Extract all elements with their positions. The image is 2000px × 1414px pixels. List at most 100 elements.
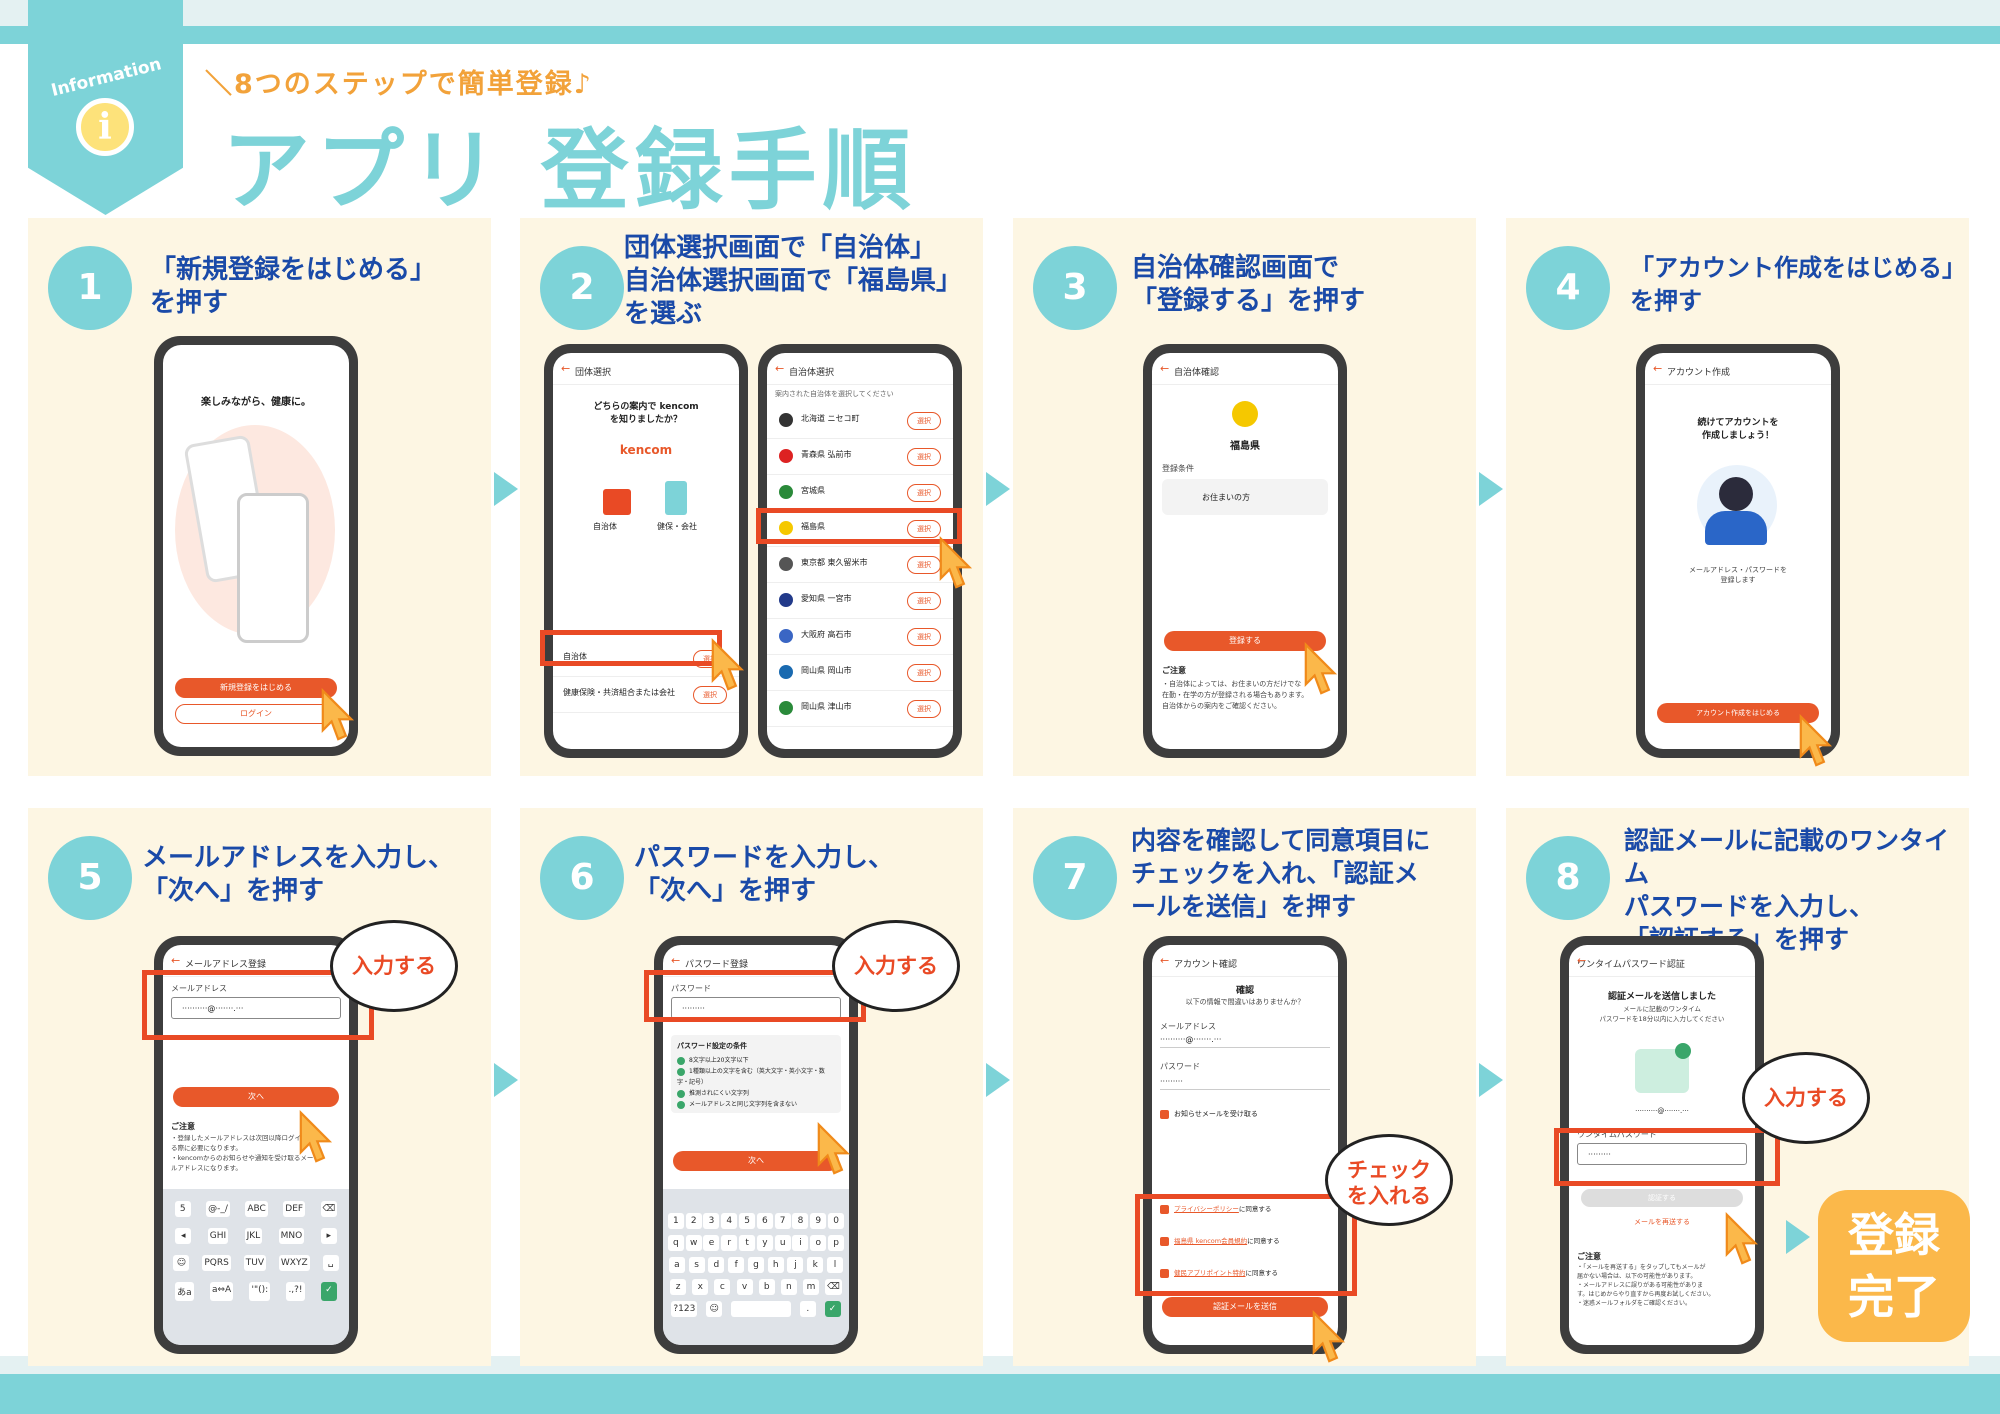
key[interactable]: b [758, 1279, 775, 1295]
next-button[interactable]: 次へ [173, 1087, 339, 1107]
key[interactable]: JKL [244, 1228, 263, 1244]
key[interactable]: q [667, 1235, 684, 1251]
key[interactable]: i [792, 1235, 809, 1251]
select-button[interactable]: 選択 [907, 700, 941, 718]
municipality-row[interactable]: 愛知県 一宮市選択 [767, 583, 953, 619]
key[interactable]: .,?! [286, 1282, 305, 1301]
key[interactable]: ⌫ [320, 1201, 338, 1217]
key[interactable]: ✓ [824, 1301, 841, 1317]
key[interactable]: DEF [283, 1201, 306, 1217]
key[interactable]: PQRS [202, 1255, 231, 1271]
select-button[interactable]: 選択 [907, 592, 941, 610]
key[interactable]: e [703, 1235, 720, 1251]
key[interactable]: f [728, 1257, 745, 1273]
key[interactable]: @-_/ [206, 1201, 230, 1217]
municipality-row[interactable]: 東京都 東久留米市選択 [767, 547, 953, 583]
key[interactable]: y [756, 1235, 773, 1251]
key[interactable]: ☺ [706, 1301, 723, 1317]
select-button[interactable]: 選択 [907, 448, 941, 466]
key[interactable]: s [688, 1257, 705, 1273]
municipality-row[interactable]: 宮城県選択 [767, 475, 953, 511]
key[interactable]: k [807, 1257, 824, 1273]
key[interactable]: ?123 [671, 1301, 698, 1317]
condition-text: 1種類以上の文字を含む（英大文字・英小文字・数字・記号） [677, 1068, 825, 1086]
next-button[interactable]: 次へ [673, 1151, 839, 1171]
key[interactable]: ◂ [175, 1228, 192, 1244]
select-button[interactable]: 選択 [907, 412, 941, 430]
email-input[interactable]: ··········@·······.··· [171, 997, 341, 1019]
key[interactable]: p [828, 1235, 845, 1251]
key[interactable]: u [774, 1235, 791, 1251]
municipality-row[interactable]: 北海道 ニセコ町選択 [767, 403, 953, 439]
agree-points-checkbox[interactable]: 健民アプリポイント特約に同意する [1160, 1267, 1278, 1278]
key[interactable]: . [799, 1301, 816, 1317]
key[interactable]: a⇔A [209, 1282, 234, 1301]
space-key[interactable]: space [730, 1301, 791, 1317]
key[interactable]: x [692, 1279, 709, 1295]
key[interactable]: 2 [685, 1213, 702, 1229]
key[interactable]: 4 [721, 1213, 738, 1229]
key[interactable]: 5 [739, 1213, 756, 1229]
otp-input[interactable]: ········· [1577, 1143, 1747, 1165]
select-button[interactable]: 選択 [907, 484, 941, 502]
select-button[interactable]: 選択 [907, 664, 941, 682]
terms-link[interactable]: 福島県 kencom会員規約 [1174, 1237, 1248, 1245]
key[interactable]: 0 [828, 1213, 845, 1229]
municipality-row[interactable]: 青森県 弘前市選択 [767, 439, 953, 475]
key[interactable]: n [780, 1279, 797, 1295]
key[interactable]: WXYZ [278, 1255, 310, 1271]
key[interactable]: d [708, 1257, 725, 1273]
key[interactable]: t [739, 1235, 756, 1251]
select-button[interactable]: 選択 [907, 628, 941, 646]
send-verification-email-button[interactable]: 認証メールを送信 [1162, 1297, 1328, 1317]
privacy-policy-link[interactable]: プライバシーポリシー [1174, 1205, 1239, 1213]
key[interactable]: ☺ [173, 1255, 190, 1271]
key[interactable]: 1 [667, 1213, 684, 1229]
key[interactable]: 9 [810, 1213, 827, 1229]
row-insurance-company[interactable]: 健康保険・共済組合または会社選択 [553, 677, 739, 713]
key[interactable]: a [668, 1257, 685, 1273]
key[interactable]: h [767, 1257, 784, 1273]
municipality-row[interactable]: 岡山県 津山市選択 [767, 691, 953, 727]
key[interactable]: 8 [792, 1213, 809, 1229]
key[interactable]: 7 [774, 1213, 791, 1229]
key[interactable]: 5 [174, 1201, 191, 1217]
start-account-creation-button[interactable]: アカウント作成をはじめる [1657, 703, 1819, 723]
verify-button[interactable]: 認証する [1581, 1189, 1743, 1207]
key[interactable]: ABC [245, 1201, 268, 1217]
key[interactable]: GHI [207, 1228, 229, 1244]
key[interactable]: '"(): [249, 1282, 271, 1301]
municipality-row-fukushima[interactable]: 福島県選択 [767, 511, 953, 547]
key[interactable]: ✓ [320, 1282, 337, 1301]
key[interactable]: あa [175, 1282, 194, 1301]
municipality-row[interactable]: 大阪府 高石市選択 [767, 619, 953, 655]
key[interactable]: ␣ [322, 1255, 339, 1271]
key[interactable]: MNO [278, 1228, 305, 1244]
key[interactable]: w [685, 1235, 702, 1251]
select-button[interactable]: 選択 [907, 520, 941, 538]
key[interactable]: r [721, 1235, 738, 1251]
key[interactable]: m [803, 1279, 820, 1295]
key[interactable]: ⌫ [825, 1279, 842, 1295]
points-terms-link[interactable]: 健民アプリポイント特約 [1174, 1269, 1246, 1277]
agree-privacy-checkbox[interactable]: プライバシーポリシーに同意する [1160, 1203, 1271, 1214]
key[interactable]: z [670, 1279, 687, 1295]
key[interactable]: g [747, 1257, 764, 1273]
register-button[interactable]: 登録する [1164, 631, 1326, 651]
newsletter-checkbox[interactable]: お知らせメールを受け取る [1160, 1109, 1258, 1119]
key[interactable]: v [736, 1279, 753, 1295]
agree-terms-checkbox[interactable]: 福島県 kencom会員規約に同意する [1160, 1235, 1280, 1246]
start-registration-button[interactable]: 新規登録をはじめる [175, 678, 337, 698]
resend-email-link[interactable]: メールを再送する [1634, 1218, 1690, 1226]
key[interactable]: TUV [243, 1255, 266, 1271]
key[interactable]: o [810, 1235, 827, 1251]
key[interactable]: 3 [703, 1213, 720, 1229]
select-button[interactable]: 選択 [693, 686, 727, 704]
municipality-row[interactable]: 岡山県 岡山市選択 [767, 655, 953, 691]
key[interactable]: l [827, 1257, 843, 1273]
key[interactable]: c [714, 1279, 731, 1295]
key[interactable]: ▸ [320, 1228, 337, 1244]
login-button[interactable]: ログイン [175, 704, 337, 724]
key[interactable]: 6 [756, 1213, 773, 1229]
key[interactable]: j [787, 1257, 804, 1273]
